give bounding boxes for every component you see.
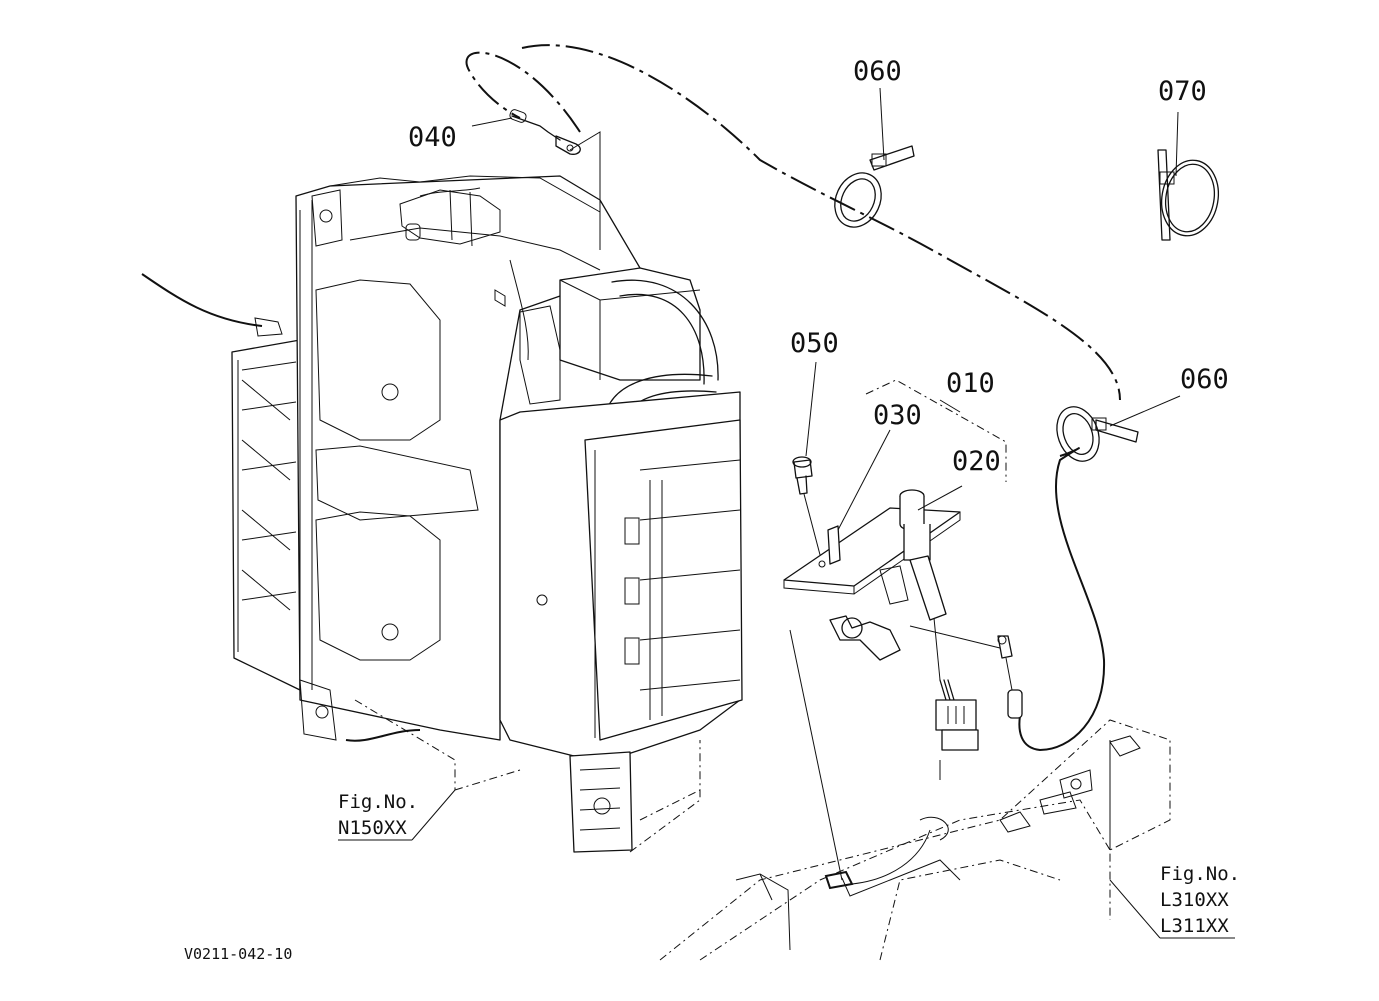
drawing-code: V0211-042-10 [184, 945, 292, 963]
part-060-clamp-right [1056, 406, 1139, 462]
fig-ref-right-number-1: L310XX [1160, 889, 1229, 911]
label-040: 040 [408, 122, 457, 153]
label-060-top: 060 [853, 56, 902, 87]
part-070-cable-tie [1157, 149, 1220, 241]
console-structure [659, 719, 1171, 961]
part-010-sensor-bracket [783, 379, 1023, 881]
hvac-unit-assembly [141, 175, 743, 853]
leader-lines [338, 87, 1235, 939]
fig-ref-left-number: N150XX [338, 817, 407, 839]
part-040-terminal [509, 109, 601, 250]
figure-references: Fig.No. N150XX Fig.No. L310XX L311XX [338, 791, 1240, 937]
label-070: 070 [1158, 76, 1207, 107]
part-050-screw [792, 456, 825, 571]
fig-ref-left-title: Fig.No. [338, 791, 418, 813]
fig-ref-right-title: Fig.No. [1160, 863, 1240, 885]
fig-ref-right-number-2: L311XX [1160, 915, 1229, 937]
label-020: 020 [952, 446, 1001, 477]
label-060-right: 060 [1180, 364, 1229, 395]
label-050: 050 [790, 328, 839, 359]
sensor-cable [465, 44, 1121, 752]
part-060-clamp-top [834, 145, 915, 228]
label-030: 030 [873, 400, 922, 431]
part-number-labels: 040 060 070 050 010 030 020 060 [408, 56, 1229, 477]
label-010: 010 [946, 368, 995, 399]
